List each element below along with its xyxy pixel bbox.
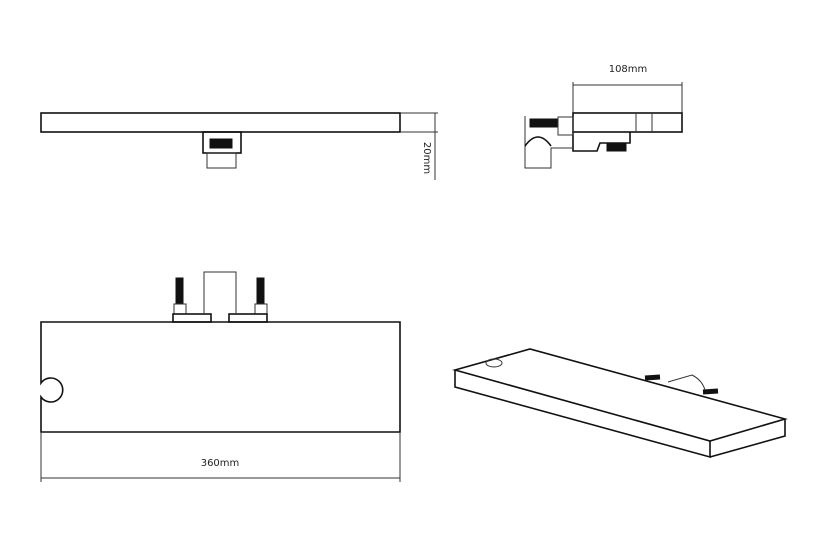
- clamp-arc: [524, 136, 552, 147]
- depth-dimension-label: 108mm: [609, 64, 648, 75]
- right-plate: [228, 313, 268, 323]
- left-bolt: [175, 277, 184, 305]
- iso-bolt-right: [702, 388, 719, 395]
- left-nut: [173, 303, 187, 315]
- clamp: [524, 116, 573, 169]
- notch: [485, 358, 503, 368]
- bracket-lower: [206, 152, 237, 169]
- left-plate: [172, 313, 212, 323]
- shelf-top-outline: [40, 112, 401, 133]
- bolt: [529, 118, 558, 128]
- front-view: 360mm: [40, 271, 401, 482]
- nut: [557, 116, 574, 136]
- shelf-side-outline: [572, 112, 683, 133]
- iso-bracket: [667, 374, 706, 391]
- isometric-view: [452, 348, 788, 459]
- iso-bolt-left: [644, 374, 661, 381]
- width-dimension-label: 360mm: [201, 458, 240, 469]
- shelf-top-face: [452, 348, 788, 442]
- shelf-side-face: [709, 419, 786, 458]
- shelf-front-outline: [40, 321, 401, 433]
- right-nut: [254, 303, 268, 315]
- bracket-fill: [209, 138, 233, 149]
- right-bolt: [256, 277, 265, 305]
- height-dimension-label: 20mm: [421, 142, 432, 174]
- shelf-front-face: [454, 370, 711, 459]
- side-view: 108mm: [524, 64, 683, 169]
- bracket-side-fill: [606, 142, 627, 152]
- bracket-loop: [203, 271, 237, 314]
- top-view: 20mm: [40, 112, 438, 180]
